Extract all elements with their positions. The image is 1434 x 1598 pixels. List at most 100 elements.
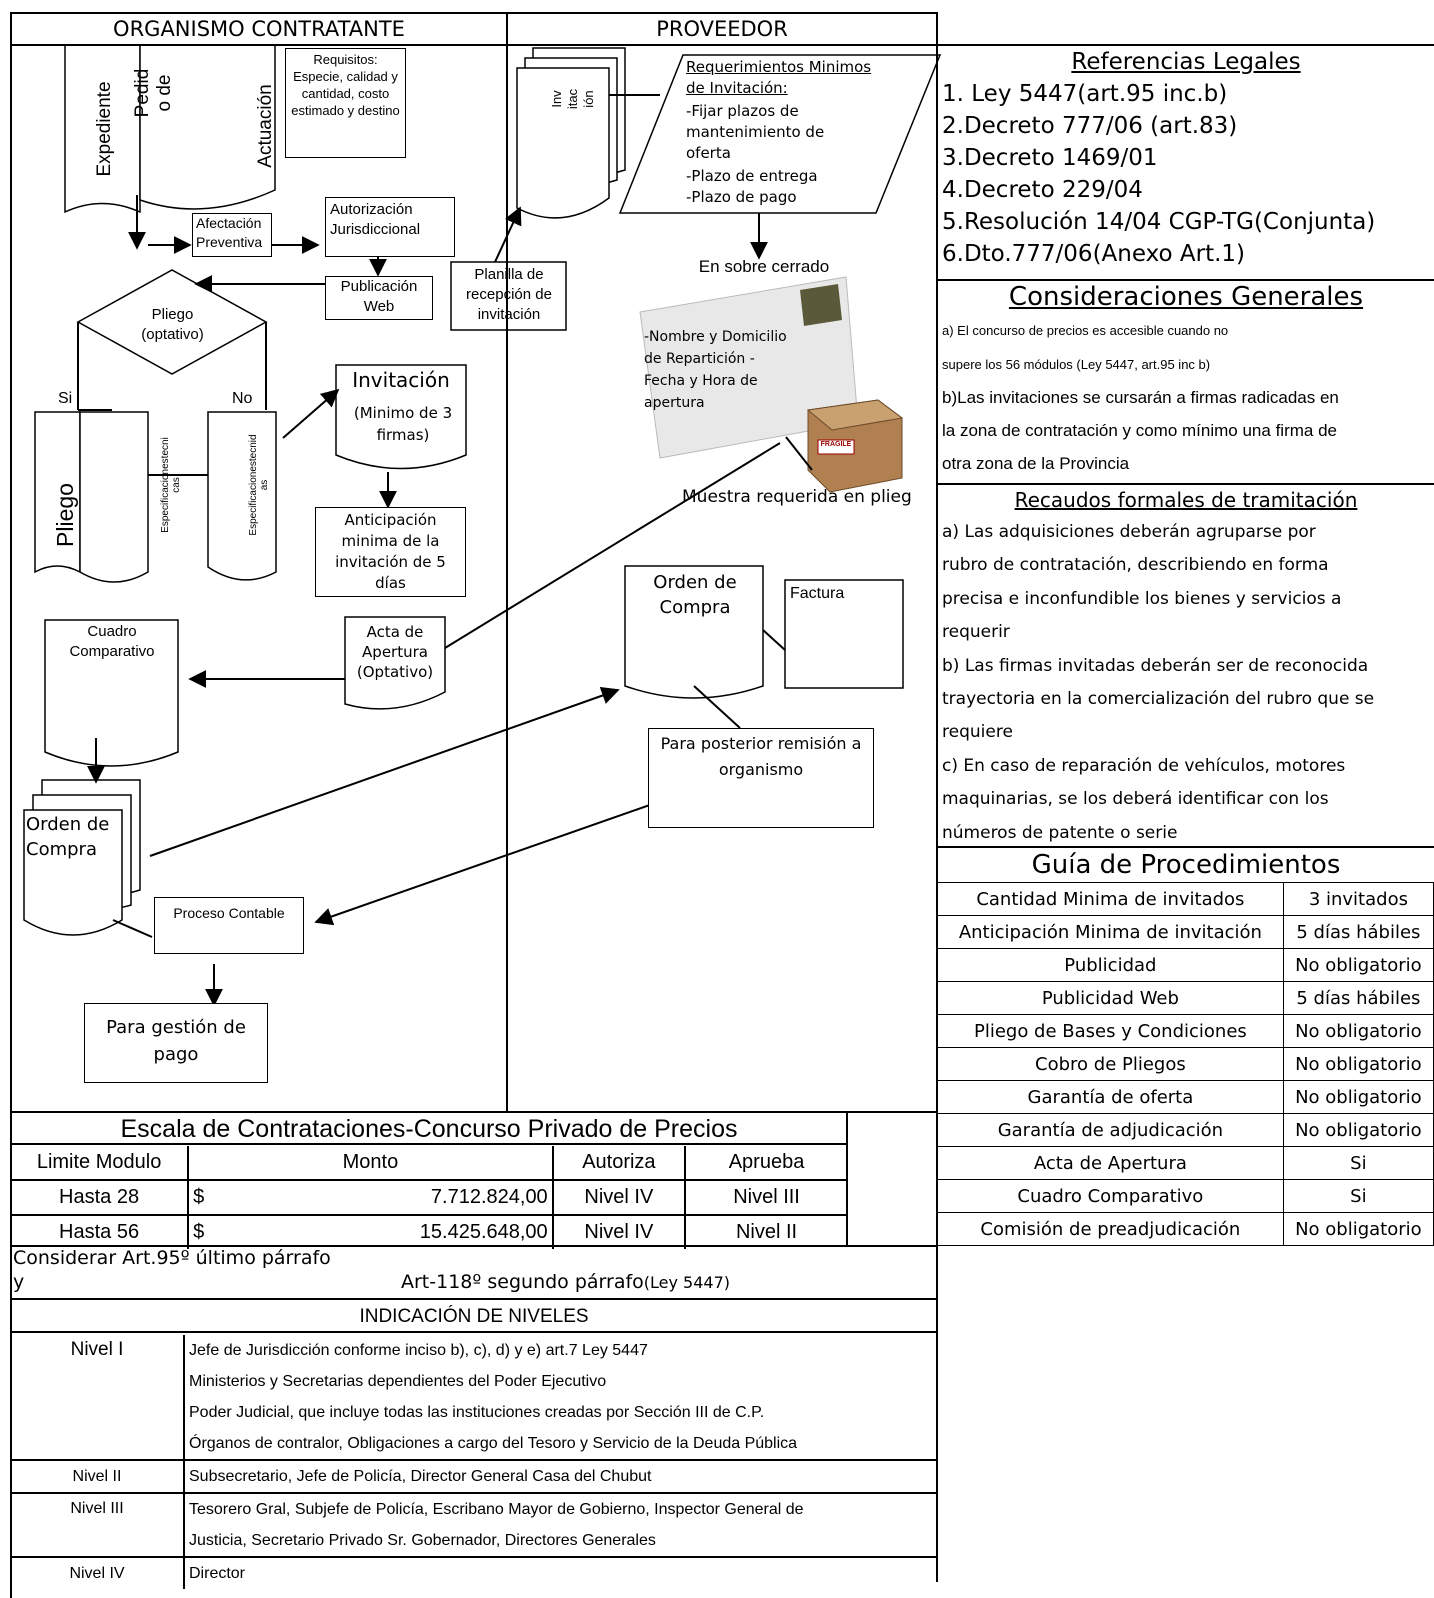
guia-label: Acta de Apertura xyxy=(937,1146,1284,1180)
referencia-4: 4.Decreto 229/04 xyxy=(942,177,1143,203)
recaudo-line-8: c) En caso de reparación de vehículos, m… xyxy=(942,755,1346,776)
nivel-desc: Órganos de contralor, Obligaciones a car… xyxy=(184,1428,937,1461)
escala-bottom-line xyxy=(10,1245,938,1247)
referencia-1: 1. Ley 5447(art.95 inc.b) xyxy=(942,81,1228,107)
planilla-label: Planilla de recepción de invitación xyxy=(466,266,552,323)
guia-label: Anticipación Minima de invitación xyxy=(937,915,1284,949)
recaudo-line-5: b) Las firmas invitadas deberán ser de r… xyxy=(942,655,1369,676)
invitacion-prov-label-c: ión xyxy=(581,90,596,108)
escala-row: Hasta 56 $ 15.425.648,00 Nivel IV Nivel … xyxy=(11,1215,847,1249)
consideracion-line-4: la zona de contratación y como mínimo un… xyxy=(942,421,1337,440)
guia-value: No obligatorio xyxy=(1282,1212,1434,1246)
escala-limite: Hasta 56 xyxy=(11,1215,190,1249)
guia-label: Garantía de oferta xyxy=(937,1080,1284,1114)
guia-label: Comisión de preadjudicación xyxy=(937,1212,1284,1246)
guia-title: Guía de Procedimientos xyxy=(1031,850,1341,880)
afectacion-box: Afectación Preventiva xyxy=(192,213,272,257)
referencia-6: 6.Dto.777/06(Anexo Art.1) xyxy=(942,241,1246,267)
consideracion-line-5: otra zona de la Provincia xyxy=(942,454,1130,473)
referencia-3: 3.Decreto 1469/01 xyxy=(942,145,1158,171)
invitacion-doc-shape xyxy=(335,364,467,470)
requerimientos-parallelogram xyxy=(618,54,942,214)
nivel-row: Justicia, Secretario Privado Sr. Goberna… xyxy=(11,1525,937,1558)
nivel-row: Poder Judicial, que incluye todas las in… xyxy=(11,1397,937,1428)
nivel-label: Nivel III xyxy=(11,1493,185,1558)
escala-limite: Hasta 28 xyxy=(11,1180,190,1216)
req-item-1: -Fijar plazos de mantenimiento de oferta xyxy=(686,102,825,162)
sobre-cerrado-label: En sobre cerrado xyxy=(698,257,830,276)
considerar-ley: (Ley 5447) xyxy=(643,1273,731,1292)
orden-compra-org-label: Orden de Compra xyxy=(26,814,110,860)
planilla-doc-shape xyxy=(450,261,567,331)
frame-flow-bottom-line xyxy=(10,1111,938,1113)
invitacion-prov-label-a: Inv xyxy=(549,90,564,108)
orden-org-doc-shape xyxy=(23,809,123,936)
muestra-label: Muestra requerida en plieg xyxy=(682,487,912,507)
considerar-y: y xyxy=(13,1271,25,1293)
expediente-doc-shape xyxy=(64,44,141,214)
nivel-desc: Director xyxy=(189,1564,246,1582)
nivel-desc: Justicia, Secretario Privado Sr. Goberna… xyxy=(184,1525,937,1558)
nivel-row: Órganos de contralor, Obligaciones a car… xyxy=(11,1428,937,1461)
recaudo-line-10: números de patente o serie xyxy=(942,822,1178,843)
frame-mid-line xyxy=(506,12,508,1112)
guia-label: Cantidad Minima de invitados xyxy=(937,882,1284,916)
nivel-label: Nivel IV xyxy=(11,1557,185,1589)
frame-top-line xyxy=(10,12,938,14)
invitacion-prov-doc-shape xyxy=(516,67,610,219)
factura-doc-shape xyxy=(784,579,904,689)
pedido-label-a: Pedid xyxy=(132,68,153,118)
nivel-row: Nivel IV Director xyxy=(11,1557,937,1589)
acta-doc-shape xyxy=(344,616,446,710)
nivel-row: Nivel I Jefe de Jurisdicción conforme in… xyxy=(11,1335,937,1461)
guia-label: Cobro de Pliegos xyxy=(937,1047,1284,1081)
guia-value: 5 días hábiles xyxy=(1282,981,1434,1015)
anticipacion-box: Anticipación minima de la invitación de … xyxy=(315,507,466,597)
req-item-2: -Plazo de entrega xyxy=(686,167,818,185)
guia-label: Garantía de adjudicación xyxy=(937,1113,1284,1147)
escala-title: Escala de Contrataciones-Concurso Privad… xyxy=(12,1113,846,1145)
right-panel-top-line xyxy=(938,44,1434,46)
header-proveedor: PROVEEDOR xyxy=(656,17,788,41)
guia-label: Pliego de Bases y Condiciones xyxy=(937,1014,1284,1048)
recaudos-title: Recaudos formales de tramitación xyxy=(1014,488,1358,512)
nivel-label: Nivel I xyxy=(11,1335,185,1461)
especificaciones-doc-b-shape xyxy=(207,411,277,581)
guia-label: Publicidad xyxy=(937,948,1284,982)
cuadro-doc-shape xyxy=(44,619,179,767)
pliego-label: Pliego xyxy=(52,483,78,547)
cuadro-comparativo-label: Cuadro Comparativo xyxy=(69,623,155,660)
sobre-datos-label: -Nombre y Domicilio de Repartición -Fech… xyxy=(644,329,787,411)
guia-value: No obligatorio xyxy=(1282,1113,1434,1147)
referencia-5: 5.Resolución 14/04 CGP-TG(Conjunta) xyxy=(942,209,1376,235)
escala-autoriza: Nivel IV xyxy=(552,1180,687,1216)
paquete-image xyxy=(806,399,904,493)
orden-compra-prov-label: Orden de Compra xyxy=(653,572,737,618)
especificaciones-b-label: Especificacionestecnid as xyxy=(248,434,270,536)
guia-value: Si xyxy=(1282,1179,1434,1213)
guia-value: No obligatorio xyxy=(1282,1080,1434,1114)
gestion-pago-box: Para gestión de pago xyxy=(84,1003,268,1083)
recaudos-section: Recaudos formales de tramitación a) Las … xyxy=(938,484,1434,850)
actuacion-label: Actuación xyxy=(255,84,276,168)
referencia-2: 2.Decreto 777/06 (art.83) xyxy=(942,113,1238,139)
escala-header-row: Limite Modulo Monto Autoriza Aprueba xyxy=(11,1146,847,1181)
escala-right-line xyxy=(846,1111,848,1245)
requisitos-box: Requisitos: Especie, calidad y cantidad,… xyxy=(285,48,406,158)
referencias-section: Referencias Legales 1. Ley 5447(art.95 i… xyxy=(938,46,1434,270)
acta-apertura-label: Acta de Apertura (Optativo) xyxy=(356,623,434,681)
guia-value: 3 invitados xyxy=(1282,882,1434,916)
referencias-bottom-line xyxy=(938,279,1434,281)
pliego-optativo-label: Pliego (optativo) xyxy=(141,306,204,343)
publicacion-web-box: Publicación Web xyxy=(325,276,433,320)
recaudo-line-2: rubro de contratación, describiendo en f… xyxy=(942,555,1329,576)
consideraciones-title: Consideraciones Generales xyxy=(1008,282,1364,312)
expediente-label: Expediente xyxy=(94,81,115,177)
escala-header: Limite Modulo xyxy=(11,1146,190,1181)
